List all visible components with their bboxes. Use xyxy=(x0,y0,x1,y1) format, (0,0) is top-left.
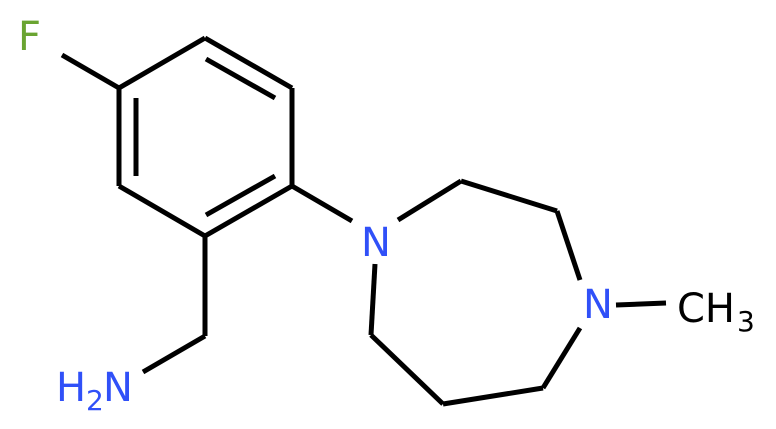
bond-c1-c2-inner xyxy=(204,56,277,101)
fluorine-label: F xyxy=(18,14,41,60)
bond-c6-c1 xyxy=(117,35,207,91)
bond-n4-c xyxy=(540,326,583,390)
bond-n-methyl xyxy=(615,300,667,308)
amine-label: H 2 N xyxy=(56,365,133,417)
bond-c-c-bottom xyxy=(442,385,544,407)
methyl-ch-label: CH xyxy=(677,286,735,332)
benzene-ring xyxy=(116,35,295,239)
bond-c-n4 xyxy=(554,210,583,281)
bond-n1-c xyxy=(396,178,463,223)
bond-ch2-n xyxy=(141,333,207,375)
amine-n-label: N xyxy=(103,365,133,411)
bond-c3-c4-inner xyxy=(204,173,277,218)
methyl-subscript: 3 xyxy=(737,305,755,338)
bond-c-c-top xyxy=(460,178,558,214)
bond-c3-c4 xyxy=(203,183,294,239)
bond-c-c-left xyxy=(369,333,445,406)
ring-nitrogen-methyl-label: N xyxy=(583,282,613,328)
bond-aryl-n xyxy=(290,183,354,224)
diazepane-ring xyxy=(368,178,583,407)
bond-c-f xyxy=(60,52,121,91)
amine-h-label: H xyxy=(56,365,86,411)
bond-c4-c5 xyxy=(117,183,207,239)
amine-subscript: 2 xyxy=(86,384,104,417)
bond-c1-c2 xyxy=(203,35,294,91)
methyl-label: CH 3 xyxy=(677,286,755,338)
ring-nitrogen-aryl-label: N xyxy=(361,220,391,266)
bond-c-n1 xyxy=(368,263,378,336)
